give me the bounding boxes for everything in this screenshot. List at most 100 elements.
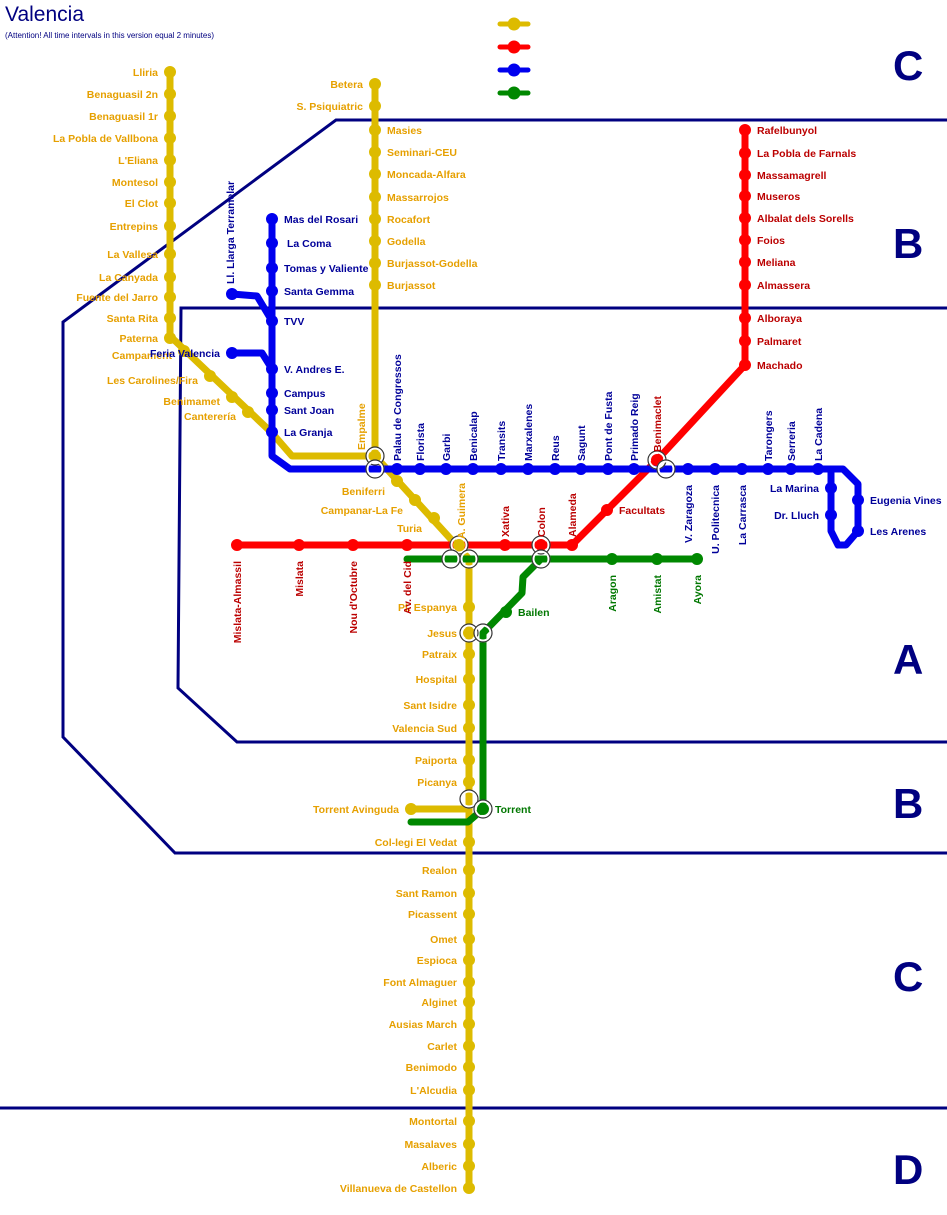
station-alameda-label[interactable]: Alameda — [567, 493, 579, 537]
station-alberic-label[interactable]: Alberic — [421, 1161, 457, 1173]
station-santa-rita-marker[interactable] — [164, 312, 176, 324]
station-burjassot-godella-label[interactable]: Burjassot-Godella — [387, 258, 478, 270]
station-bailen-marker[interactable] — [500, 606, 512, 618]
station-espioca-marker[interactable] — [463, 954, 475, 966]
station-les-arenes-label[interactable]: Les Arenes — [870, 526, 926, 538]
station-ll-llarga-terramelar-label[interactable]: Ll. Llarga Terramelar — [225, 181, 237, 284]
station-carlet-label[interactable]: Carlet — [427, 1041, 457, 1053]
station-santa-rita-label[interactable]: Santa Rita — [107, 313, 159, 325]
station-ausias-march-label[interactable]: Ausias March — [389, 1019, 457, 1031]
station-carlet-marker[interactable] — [463, 1040, 475, 1052]
station-pont-de-fusta-label[interactable]: Pont de Fusta — [603, 391, 615, 461]
station-tarongers-label[interactable]: Tarongers — [763, 410, 775, 461]
station-pl-espanya-marker[interactable] — [463, 601, 475, 613]
station-campanar-la-fe-marker[interactable] — [409, 494, 421, 506]
station-turia-marker[interactable] — [428, 512, 440, 524]
station-reus-label[interactable]: Reus — [550, 435, 562, 461]
interchange-ring-7[interactable] — [459, 549, 479, 569]
station-florista-marker[interactable] — [414, 463, 426, 475]
station-alginet-marker[interactable] — [463, 996, 475, 1008]
station-benaguasil-1r-marker[interactable] — [164, 110, 176, 122]
station-turia-label[interactable]: Turia — [397, 523, 422, 535]
station-paterna-label[interactable]: Paterna — [119, 333, 158, 345]
station-pont-de-fusta-marker[interactable] — [602, 463, 614, 475]
station-santa-gemma-marker[interactable] — [266, 285, 278, 297]
station-l-alcudia-label[interactable]: L'Alcudia — [410, 1085, 457, 1097]
station-benimodo-marker[interactable] — [463, 1061, 475, 1073]
station-sant-ramon-label[interactable]: Sant Ramon — [396, 888, 457, 900]
station-torrent-label[interactable]: Torrent — [495, 804, 531, 816]
station-paiporta-marker[interactable] — [463, 754, 475, 766]
station-campament-marker[interactable] — [178, 345, 190, 357]
interchange-ring-12[interactable] — [459, 789, 479, 809]
station-moncada-alfara-marker[interactable] — [369, 168, 381, 180]
station-l-eliana-label[interactable]: L'Eliana — [118, 155, 158, 167]
station-transits-label[interactable]: Transits — [496, 421, 508, 461]
station-rafelbunyol-label[interactable]: Rafelbunyol — [757, 125, 817, 137]
station-la-carrasca-marker[interactable] — [736, 463, 748, 475]
station-entrepins-label[interactable]: Entrepins — [110, 221, 159, 233]
station-dr-lluch-label[interactable]: Dr. Lluch — [774, 510, 819, 522]
station-la-granja-marker[interactable] — [266, 426, 278, 438]
station-hospital-marker[interactable] — [463, 673, 475, 685]
station-florista-label[interactable]: Florista — [415, 423, 427, 461]
station-la-marina-label[interactable]: La Marina — [770, 483, 819, 495]
station-campus-label[interactable]: Campus — [284, 388, 326, 400]
station-villanueva-de-castellon-label[interactable]: Villanueva de Castellon — [340, 1183, 457, 1195]
station-burjassot-label[interactable]: Burjassot — [387, 280, 436, 292]
station-moncada-alfara-label[interactable]: Moncada-Alfara — [387, 169, 466, 181]
station-tarongers-marker[interactable] — [762, 463, 774, 475]
station-benimodo-label[interactable]: Benimodo — [406, 1062, 457, 1074]
station-s-psiquiatric-marker[interactable] — [369, 100, 381, 112]
station-benimaclet-label[interactable]: Benimaclet — [652, 395, 664, 452]
station-picanya-label[interactable]: Picanya — [417, 777, 457, 789]
station-rafelbunyol-marker[interactable] — [739, 124, 751, 136]
station-machado-label[interactable]: Machado — [757, 360, 803, 372]
station-benimamet-marker[interactable] — [226, 391, 238, 403]
station-pl-espanya-label[interactable]: Pl. Espanya — [398, 602, 457, 614]
station-la-cadena-label[interactable]: La Cadena — [813, 408, 825, 461]
station-realon-marker[interactable] — [463, 864, 475, 876]
station-font-almaguer-label[interactable]: Font Almaguer — [383, 977, 457, 989]
station-fuente-del-jarro-label[interactable]: Fuente del Jarro — [76, 292, 158, 304]
station-marxalenes-marker[interactable] — [522, 463, 534, 475]
station-la-coma-label[interactable]: La Coma — [287, 238, 332, 250]
station-la-canyada-marker[interactable] — [164, 271, 176, 283]
station-montortal-label[interactable]: Montortal — [409, 1116, 457, 1128]
station-picanya-marker[interactable] — [463, 776, 475, 788]
station-la-pobla-de-vallbona-marker[interactable] — [164, 132, 176, 144]
station-torrent-avinguda-label[interactable]: Torrent Avinguda — [313, 804, 399, 816]
station-mislata-almassil-label[interactable]: Mislata-Almassil — [232, 561, 244, 643]
station-aragon-marker[interactable] — [606, 553, 618, 565]
station-almassera-marker[interactable] — [739, 279, 751, 291]
station-foios-marker[interactable] — [739, 234, 751, 246]
station-montortal-marker[interactable] — [463, 1115, 475, 1127]
station-mislata-label[interactable]: Mislata — [294, 561, 306, 597]
station-campament-label[interactable]: Campament — [112, 350, 173, 362]
station-dr-lluch-marker[interactable] — [825, 509, 837, 521]
station-picassent-label[interactable]: Picassent — [408, 909, 458, 921]
station-godella-label[interactable]: Godella — [387, 236, 426, 248]
station-sagunt-marker[interactable] — [575, 463, 587, 475]
station-masies-marker[interactable] — [369, 124, 381, 136]
station-palau-de-congressos-label[interactable]: Palau de Congressos — [392, 354, 404, 461]
interchange-ring-2[interactable] — [365, 459, 385, 479]
station-santa-gemma-label[interactable]: Santa Gemma — [284, 286, 354, 298]
station-villanueva-de-castellon-marker[interactable] — [463, 1182, 475, 1194]
station-l-eliana-marker[interactable] — [164, 154, 176, 166]
station-torrent-avinguda-marker[interactable] — [405, 803, 417, 815]
station-el-clot-label[interactable]: El Clot — [125, 198, 159, 210]
station-xativa-label[interactable]: Xativa — [500, 506, 512, 537]
station-massamagrell-marker[interactable] — [739, 169, 751, 181]
station-les-carolines-fira-marker[interactable] — [204, 370, 216, 382]
station-torrent-marker[interactable] — [477, 803, 489, 815]
station-eugenia-vines-label[interactable]: Eugenia Vines — [870, 495, 942, 507]
station-amistat-marker[interactable] — [651, 553, 663, 565]
station-espioca-label[interactable]: Espioca — [417, 955, 457, 967]
station-facultats-label[interactable]: Facultats — [619, 505, 665, 517]
station-valencia-sud-marker[interactable] — [463, 722, 475, 734]
station-tomas-y-valiente-marker[interactable] — [266, 262, 278, 274]
station-sant-ramon-marker[interactable] — [463, 887, 475, 899]
station-sant-joan-label[interactable]: Sant Joan — [284, 405, 334, 417]
station-omet-label[interactable]: Omet — [430, 934, 457, 946]
